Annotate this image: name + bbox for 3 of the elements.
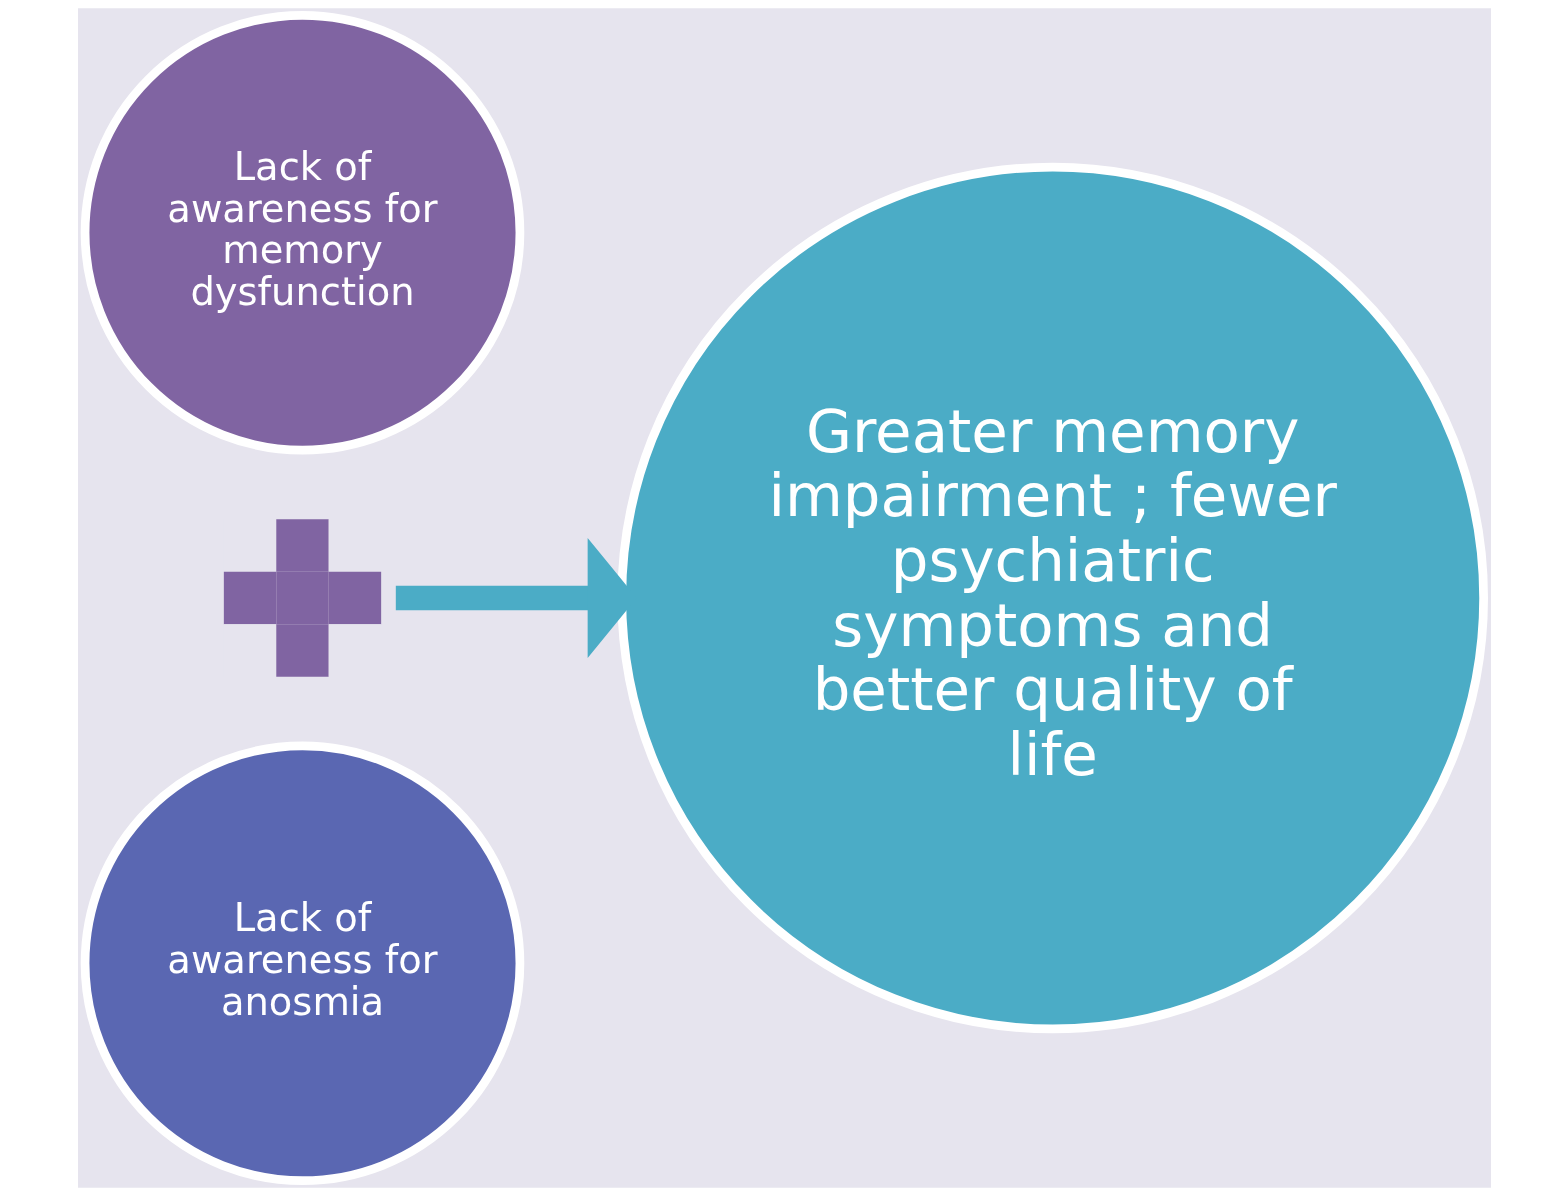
node-circle: Lack of awareness for memory dysfunction bbox=[80, 10, 524, 455]
node-circle: Lack of awareness for anosmia bbox=[80, 741, 524, 1186]
node-circle: Greater memory impairment ; fewer psychiatric symptoms and better quality of life bbox=[616, 162, 1488, 1034]
